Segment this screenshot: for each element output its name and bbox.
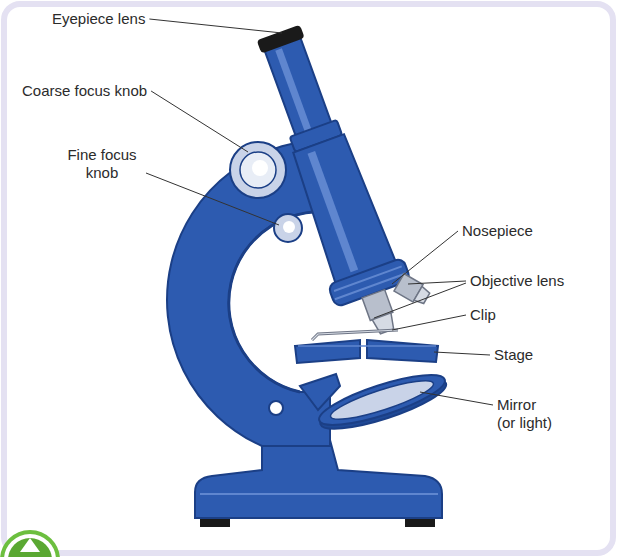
coarse-focus-knob bbox=[230, 142, 286, 198]
mirror bbox=[315, 365, 451, 438]
leader-line bbox=[374, 283, 466, 318]
stage bbox=[295, 340, 438, 363]
part-label: Nosepiece bbox=[462, 222, 533, 240]
microscope-base bbox=[195, 440, 442, 527]
part-label: Mirror (or light) bbox=[497, 396, 556, 432]
leader-line bbox=[151, 91, 248, 152]
panel-border bbox=[4, 4, 613, 553]
leader-line bbox=[392, 231, 458, 284]
leader-line bbox=[392, 315, 466, 330]
part-label: Eyepiece lens bbox=[52, 10, 145, 28]
leader-line bbox=[149, 19, 282, 33]
eyepiece-cap bbox=[257, 25, 305, 54]
objective-lens bbox=[362, 290, 398, 336]
leader-line bbox=[434, 352, 490, 355]
part-label: Stage bbox=[494, 346, 533, 364]
part-label: Fine focus knob bbox=[62, 146, 142, 182]
microscope-tube bbox=[241, 13, 440, 345]
clip bbox=[312, 330, 398, 340]
part-label: Objective lens bbox=[470, 272, 564, 290]
leader-line bbox=[408, 281, 466, 284]
leader-line bbox=[420, 392, 493, 405]
corner-badge bbox=[2, 532, 58, 557]
part-label: Coarse focus knob bbox=[22, 82, 147, 100]
objective-lens bbox=[394, 274, 432, 307]
fine-focus-knob bbox=[274, 214, 302, 242]
part-label: Clip bbox=[470, 306, 496, 324]
leader-line bbox=[146, 173, 279, 225]
leader-lines bbox=[146, 19, 493, 405]
